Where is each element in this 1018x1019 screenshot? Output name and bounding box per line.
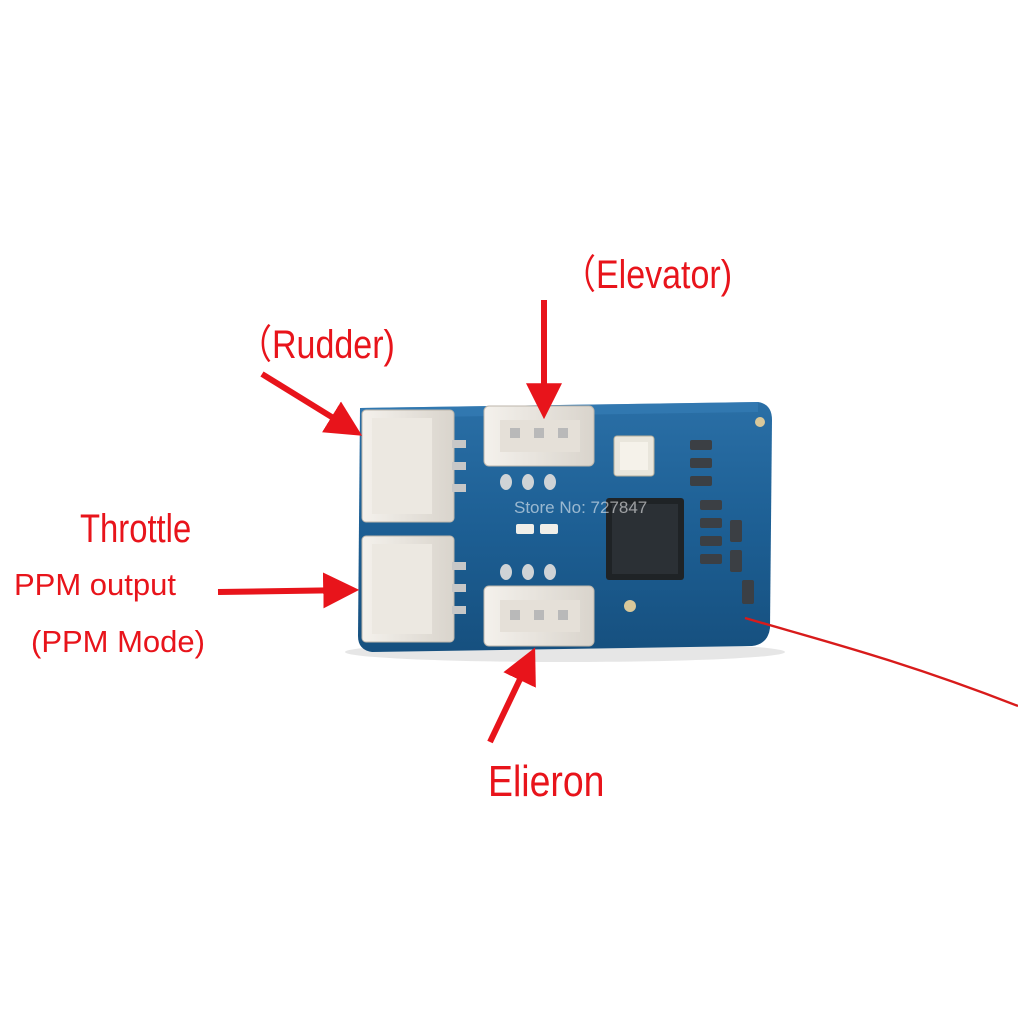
- ppm-mode-label: (PPM Mode): [31, 624, 205, 659]
- elevator-label: （Elevator): [562, 253, 733, 297]
- ppm-output-label: PPM output: [14, 567, 176, 602]
- antenna-wire: [744, 616, 1018, 708]
- elieron-arrow: [487, 647, 536, 744]
- smd-components: [516, 417, 765, 612]
- elevator-connector: [483, 405, 595, 490]
- throttle-label: Throttle: [80, 507, 192, 551]
- rudder-connector: [361, 409, 466, 523]
- elieron-label: Elieron: [488, 757, 605, 806]
- elieron-connector: [483, 564, 595, 647]
- throttle-connector: [361, 535, 466, 643]
- store-watermark: Store No: 727847: [514, 498, 648, 517]
- throttle-arrow: [217, 572, 360, 609]
- rudder-arrow: [260, 371, 363, 436]
- rudder-label: （Rudder): [238, 323, 395, 367]
